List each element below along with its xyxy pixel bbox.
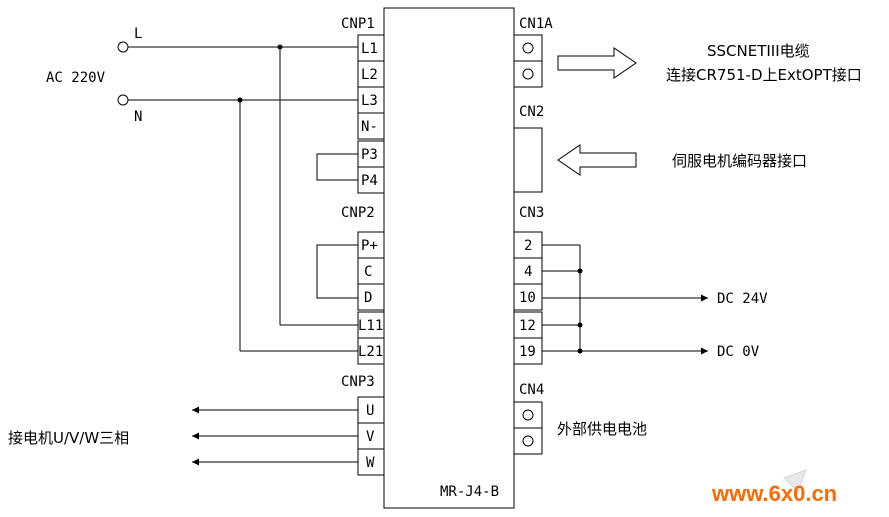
cn2-title: CN2 — [519, 104, 544, 120]
cn3-connector: CN3 2 4 10 12 19 DC 24V DC 0V — [513, 205, 768, 365]
line-L-label: L — [134, 26, 142, 42]
pin-label: L1 — [361, 41, 378, 57]
pin-label: 4 — [524, 264, 532, 280]
cn1a-note-line2: 连接CR751-D上ExtOPT接口 — [666, 66, 862, 84]
cn2-connector: CN2 伺服电机编码器接口 — [513, 104, 807, 193]
port-icon — [522, 68, 534, 80]
cn1a-note-line1: SSCNETIII电缆 — [707, 42, 810, 60]
drive-model-label: MR-J4-B — [440, 484, 499, 500]
cn2-note: 伺服电机编码器接口 — [672, 152, 807, 170]
pin-label: D — [364, 290, 372, 306]
cn1a-connector: CN1A SSCNETIII电缆 连接CR751-D上ExtOPT接口 — [513, 16, 862, 88]
pin-label: P4 — [361, 173, 378, 189]
power-source: L N AC 220V — [46, 26, 142, 125]
pin-label: L3 — [361, 93, 378, 109]
hollow-arrow-left-icon — [557, 144, 637, 176]
motor-uvw-note: 接电机U/V/W三相 — [8, 429, 129, 447]
terminal-L-icon — [117, 41, 129, 53]
cn1a-title: CN1A — [519, 16, 553, 32]
pin-label: U — [366, 403, 374, 419]
cnp2-connector: CNP2 P+ C D L11 L21 — [341, 205, 385, 365]
pin-label: 19 — [519, 344, 536, 360]
cn4-note: 外部供电电池 — [557, 420, 647, 438]
power-wiring — [128, 44, 358, 352]
cnp1-connector: CNP1 L1 L2 L3 N- P3 P4 — [341, 16, 385, 194]
cnp2-title: CNP2 — [341, 205, 375, 221]
cn4-title: CN4 — [519, 382, 544, 398]
junction-dot — [577, 348, 583, 354]
pin-label: P+ — [361, 238, 378, 254]
junction-dot-L — [277, 44, 283, 50]
dc24v-label: DC 24V — [717, 291, 768, 307]
cn3-title: CN3 — [519, 205, 544, 221]
cnp3-connector: CNP3 U V W 接电机U/V/W三相 — [8, 374, 385, 476]
pin-label: L2 — [361, 67, 378, 83]
port-icon — [522, 435, 534, 447]
junction-dot — [577, 268, 583, 274]
pin-label: C — [364, 264, 372, 280]
cnp1-title: CNP1 — [341, 16, 375, 32]
cn4-connector: CN4 外部供电电池 — [513, 382, 647, 455]
pin-label: 10 — [519, 290, 536, 306]
ac-voltage-label: AC 220V — [46, 70, 106, 86]
drive-body — [383, 7, 515, 509]
watermark-text: www.6x0.cn — [711, 481, 837, 506]
hollow-arrow-right-icon — [557, 47, 637, 79]
port-icon — [522, 409, 534, 421]
watermark-logo-icon — [783, 469, 807, 493]
pin-label: L21 — [358, 344, 383, 360]
junction-dot-N — [237, 97, 243, 103]
pin-label: N- — [361, 119, 378, 135]
pin-label: 12 — [519, 318, 536, 334]
port-icon — [522, 42, 534, 54]
cnp3-title: CNP3 — [341, 374, 375, 390]
pin-label: V — [366, 429, 375, 445]
dc0v-label: DC 0V — [717, 344, 760, 360]
pin-label: 2 — [524, 238, 532, 254]
terminal-N-icon — [117, 94, 129, 106]
pin-label: P3 — [361, 147, 378, 163]
pin-label: L11 — [358, 318, 383, 334]
junction-dot — [577, 322, 583, 328]
line-N-label: N — [134, 109, 142, 125]
watermark: www.6x0.cn — [711, 469, 837, 506]
pin-label: W — [366, 455, 375, 471]
